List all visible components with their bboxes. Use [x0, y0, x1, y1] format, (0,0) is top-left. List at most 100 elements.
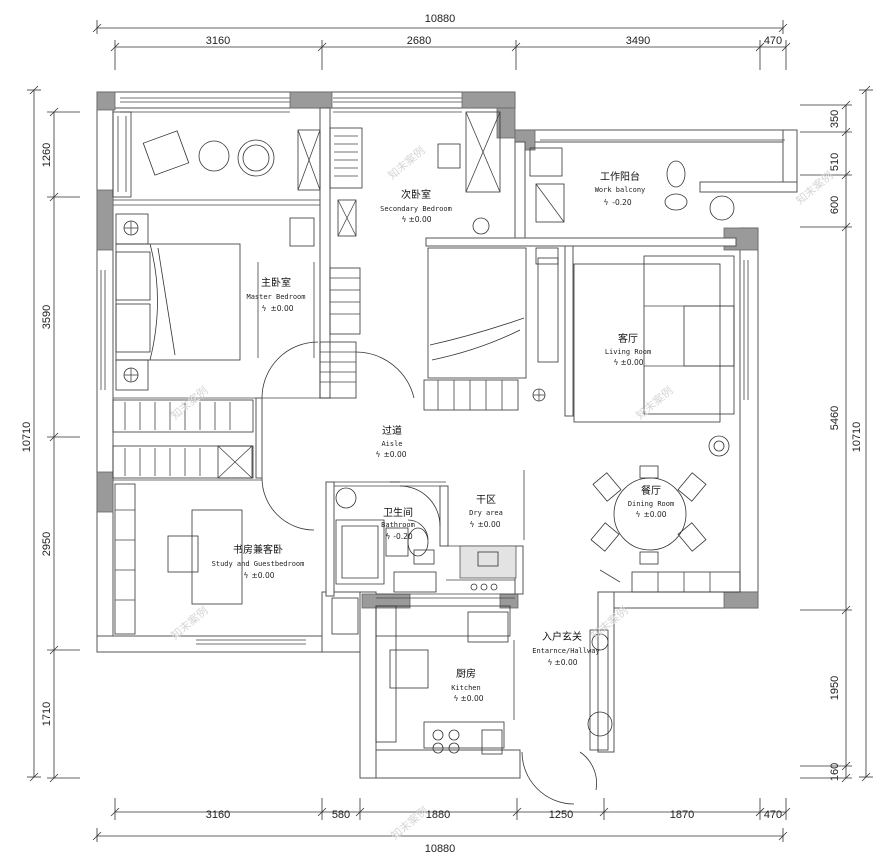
bottom-dimension-3: 1880 — [426, 809, 450, 821]
dining-furniture — [590, 465, 741, 593]
dry-area-subtitle: Dry area — [469, 509, 503, 517]
left-dimensions — [27, 85, 80, 783]
label-work-balcony: 工作阳台 Work balcony ϟ -0.20 — [595, 170, 646, 207]
windows — [100, 111, 785, 645]
watermark: 知末案例 — [168, 383, 211, 422]
secondary-bedroom-level: ±0.00 — [409, 215, 432, 224]
bathroom-subtitle: Bathroom — [381, 521, 415, 529]
structural-columns — [96, 91, 759, 609]
master-bedroom-furniture — [112, 111, 315, 391]
entrance-fixtures — [587, 569, 621, 751]
outer-walls — [96, 91, 798, 779]
doors — [261, 341, 597, 805]
label-entrance: 入户玄关 Entarnce/Hallway ϟ ±0.00 — [532, 630, 599, 667]
label-bathroom: 卫生间 Bathroom ϟ -0.20 — [381, 506, 415, 541]
top-dimensions — [92, 20, 791, 70]
living-room-furniture — [535, 247, 735, 457]
right-total-dimension: 10710 — [851, 422, 863, 453]
kitchen-fixtures — [375, 605, 515, 755]
kitchen-level: ±0.00 — [461, 694, 484, 703]
dining-room-level: ±0.00 — [644, 510, 667, 519]
kitchen-subtitle: Kitchen — [451, 684, 481, 692]
living-room-title: 客厅 — [618, 332, 638, 345]
top-dimension-1: 3160 — [206, 35, 230, 47]
bottom-dimension-2: 580 — [332, 809, 350, 821]
kitchen-title: 厨房 — [456, 667, 476, 680]
study-title: 书房兼客卧 — [233, 543, 283, 556]
dining-room-title: 餐厅 — [641, 484, 661, 497]
study-level: ±0.00 — [252, 571, 275, 580]
left-total-dimension: 10710 — [21, 422, 33, 453]
bottom-dimension-4: 1250 — [549, 809, 573, 821]
master-bedroom-level: ±0.00 — [271, 304, 294, 313]
secondary-bedroom-subtitle: Secondary Bedroom — [380, 205, 452, 213]
level-icon: ϟ — [376, 450, 381, 459]
dry-area-title: 干区 — [476, 494, 496, 506]
interior-walls — [113, 107, 737, 599]
top-dimension-3: 3490 — [626, 35, 650, 47]
label-study: 书房兼客卧 Study and Guestbedroom ϟ ±0.00 — [212, 543, 305, 580]
aisle-title: 过道 — [382, 424, 402, 437]
top-dimension-2: 2680 — [407, 35, 431, 47]
level-icon: ϟ — [454, 694, 459, 703]
work-balcony-title: 工作阳台 — [600, 170, 640, 183]
right-dimension-6: 160 — [829, 763, 841, 781]
bottom-dimension-1: 3160 — [206, 809, 230, 821]
wardrobes — [112, 127, 363, 479]
dining-room-subtitle: Dining Room — [628, 500, 674, 508]
dry-area-level: ±0.00 — [478, 520, 501, 529]
study-furniture — [114, 483, 243, 635]
aisle-level: ±0.00 — [384, 450, 407, 459]
watermark: 知末案例 — [633, 383, 676, 422]
left-dimension-2: 3590 — [41, 305, 53, 329]
entrance-level: ±0.00 — [555, 658, 578, 667]
level-icon: ϟ — [604, 198, 609, 207]
bathroom-fixtures — [331, 487, 517, 635]
watermark: 知末案例 — [388, 803, 431, 842]
level-icon: ϟ — [470, 520, 475, 529]
bottom-dimension-6: 470 — [764, 809, 782, 821]
level-icon: ϟ — [636, 510, 641, 519]
bathroom-level: -0.20 — [393, 532, 413, 541]
label-living-room: 客厅 Living Room ϟ ±0.00 — [605, 332, 651, 367]
level-icon: ϟ — [244, 571, 249, 580]
work-balcony-subtitle: Work balcony — [595, 186, 646, 194]
left-dimension-1: 1260 — [41, 143, 53, 167]
label-secondary-bedroom: 次卧室 Secondary Bedroom ϟ ±0.00 — [380, 188, 452, 224]
entrance-title: 入户玄关 — [542, 630, 582, 643]
work-balcony-level: -0.20 — [612, 198, 632, 207]
bathroom-title: 卫生间 — [383, 506, 413, 519]
master-bedroom-title: 主卧室 — [261, 276, 291, 289]
watermark: 知末案例 — [385, 143, 428, 182]
level-icon: ϟ — [386, 532, 391, 541]
bottom-dimensions — [92, 798, 791, 842]
level-icon: ϟ — [402, 215, 407, 224]
level-icon: ϟ — [548, 658, 553, 667]
right-dimension-3: 600 — [829, 196, 841, 214]
right-dimension-1: 350 — [829, 110, 841, 128]
secondary-bedroom-title: 次卧室 — [401, 188, 431, 201]
label-kitchen: 厨房 Kitchen ϟ ±0.00 — [451, 667, 483, 703]
top-dimension-4: 470 — [764, 35, 782, 47]
living-room-subtitle: Living Room — [605, 348, 651, 356]
label-dining-room: 餐厅 Dining Room ϟ ±0.00 — [628, 484, 674, 519]
left-dimension-3: 2950 — [41, 532, 53, 556]
level-icon: ϟ — [262, 304, 267, 313]
top-total-dimension: 10880 — [425, 13, 456, 25]
label-dry-area: 干区 Dry area ϟ ±0.00 — [469, 494, 503, 529]
living-room-level: ±0.00 — [621, 358, 644, 367]
secondary-bedroom-furniture — [423, 111, 559, 411]
master-bedroom-subtitle: Master Bedroom — [246, 293, 305, 301]
right-dimension-5: 1950 — [829, 676, 841, 700]
label-aisle: 过道 Aisle ϟ ±0.00 — [376, 424, 407, 459]
work-balcony-furniture — [529, 147, 735, 223]
label-master-bedroom: 主卧室 Master Bedroom ϟ ±0.00 — [246, 276, 305, 313]
level-icon: ϟ — [614, 358, 619, 367]
right-dimension-4: 5460 — [829, 406, 841, 430]
aisle-subtitle: Aisle — [381, 440, 402, 448]
right-dimension-2: 510 — [829, 153, 841, 171]
study-subtitle: Study and Guestbedroom — [212, 560, 305, 568]
entrance-subtitle: Entarnce/Hallway — [532, 647, 599, 655]
bottom-total-dimension: 10880 — [425, 843, 456, 855]
